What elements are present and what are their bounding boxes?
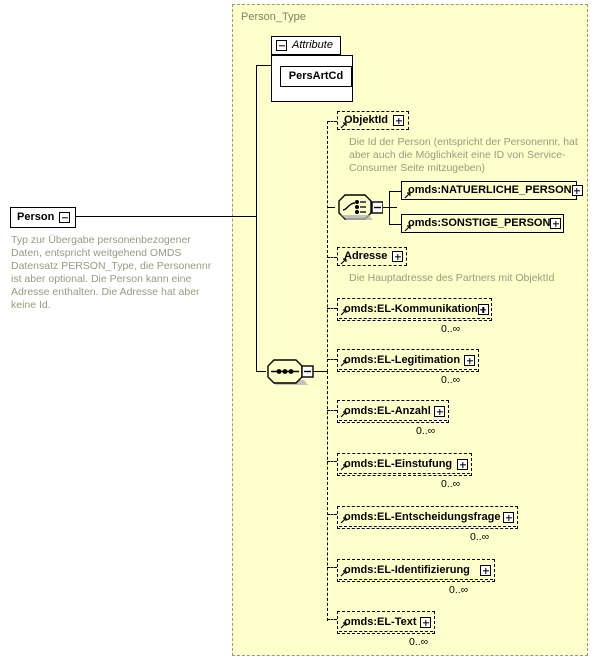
root-element-shadow-right <box>76 212 81 232</box>
plus-icon-objektid[interactable] <box>393 115 405 126</box>
element-natuerliche-person[interactable]: omds:NATUERLICHE_PERSON <box>401 181 583 200</box>
connector-branch-text <box>327 619 337 620</box>
plus-icon-sonstige-person[interactable] <box>550 218 562 229</box>
element-el-legitimation-label: omds:EL-Legitimation <box>344 354 461 366</box>
connector-branch-legitimation <box>327 359 337 360</box>
element-el-text-occurrence: 0..∞ <box>409 636 429 648</box>
element-el-legitimation[interactable]: omds:EL-Legitimation <box>337 349 479 372</box>
element-el-kommunikation[interactable]: omds:EL-Kommunikation <box>337 298 492 321</box>
person-type-container <box>232 4 588 656</box>
minus-icon-root[interactable] <box>59 212 71 223</box>
connector-branch-anzahl <box>327 410 337 411</box>
connector-attribute-horizontal <box>256 65 271 66</box>
choice-compositor[interactable] <box>337 193 383 221</box>
connector-root-horizontal <box>73 216 256 217</box>
element-adresse-label: Adresse <box>344 250 388 262</box>
element-objektid[interactable]: ObjektId <box>337 111 409 130</box>
connector-choice-to-natuerliche <box>389 191 401 192</box>
plus-icon-el-legitimation[interactable] <box>464 355 475 366</box>
root-element-label: Person <box>17 211 55 223</box>
connector-branch-identifizierung <box>327 567 337 568</box>
connector-sequence-stub <box>313 371 327 372</box>
element-el-identifizierung[interactable]: omds:EL-Identifizierung <box>337 559 495 582</box>
root-element-annotation: Typ zur Übergabe personenbezogener Daten… <box>11 234 212 311</box>
plus-icon-adresse[interactable] <box>392 251 403 262</box>
element-el-entscheidungsfrage-label: omds:EL-Entscheidungsfrage <box>344 511 501 523</box>
element-el-entscheidungsfrage[interactable]: omds:EL-Entscheidungsfrage <box>337 506 518 529</box>
element-el-anzahl-label: omds:EL-Anzahl <box>344 405 431 417</box>
connector-branch-choice <box>327 207 335 208</box>
plus-icon-el-text[interactable] <box>420 617 431 628</box>
connector-children-spine <box>327 121 328 372</box>
sequence-compositor[interactable] <box>266 358 314 386</box>
plus-icon-el-einstufung[interactable] <box>457 459 468 470</box>
element-el-einstufung-occurrence: 0..∞ <box>441 478 461 490</box>
connector-branch-entscheidungsfrage <box>327 514 337 515</box>
element-el-kommunikation-occurrence: 0..∞ <box>441 323 461 335</box>
attribute-persartcd-label: PersArtCd <box>288 70 344 82</box>
person-type-title: Person_Type <box>241 11 306 23</box>
element-el-anzahl[interactable]: omds:EL-Anzahl <box>337 400 449 423</box>
element-sonstige-person[interactable]: omds:SONSTIGE_PERSON <box>401 214 564 233</box>
element-el-text-label: omds:EL-Text <box>344 616 417 628</box>
element-el-text[interactable]: omds:EL-Text <box>337 611 435 634</box>
connector-branch-kommunikation <box>327 308 337 309</box>
connector-choice-to-sonstige <box>389 224 401 225</box>
element-el-einstufung-label: omds:EL-Einstufung <box>344 458 453 470</box>
minus-icon-attribute[interactable] <box>276 40 287 51</box>
connector-sequence-horizontal <box>256 371 266 372</box>
plus-icon-el-kommunikation[interactable] <box>477 304 489 315</box>
element-el-anzahl-occurrence: 0..∞ <box>416 425 436 437</box>
attribute-persartcd[interactable]: PersArtCd <box>280 66 352 87</box>
element-el-entscheidungsfrage-occurrence: 0..∞ <box>470 531 490 543</box>
plus-icon-el-anzahl[interactable] <box>434 406 445 417</box>
connector-branch-adresse <box>327 257 337 258</box>
element-el-einstufung[interactable]: omds:EL-Einstufung <box>337 453 472 476</box>
element-objektid-annotation: Die Id der Person (entspricht der Person… <box>349 136 578 174</box>
element-adresse[interactable]: Adresse <box>337 247 407 266</box>
connector-branch-objektid <box>327 121 337 122</box>
element-adresse-annotation: Die Hauptadresse des Partners mit Objekt… <box>349 272 555 284</box>
attribute-group-header[interactable]: Attribute <box>271 36 341 55</box>
element-el-identifizierung-label: omds:EL-Identifizierung <box>344 564 470 576</box>
attribute-group-label: Attribute <box>292 39 333 51</box>
connector-branch-einstufung <box>327 461 337 462</box>
root-element-person[interactable]: Person <box>10 207 76 228</box>
connector-trunk-vertical <box>256 65 257 372</box>
element-el-identifizierung-occurrence: 0..∞ <box>449 584 469 596</box>
element-el-legitimation-occurrence: 0..∞ <box>441 374 461 386</box>
connector-choice-split <box>389 191 390 224</box>
element-natuerliche-person-label: omds:NATUERLICHE_PERSON <box>408 184 572 196</box>
plus-icon-el-identifizierung[interactable] <box>480 565 491 576</box>
element-objektid-label: ObjektId <box>344 114 389 126</box>
plus-icon-natuerliche-person[interactable] <box>571 185 583 196</box>
connector-children-spine-lower <box>327 371 328 621</box>
element-sonstige-person-label: omds:SONSTIGE_PERSON <box>408 217 551 229</box>
element-el-kommunikation-label: omds:EL-Kommunikation <box>344 303 478 315</box>
plus-icon-el-entscheidungsfrage[interactable] <box>503 512 514 523</box>
